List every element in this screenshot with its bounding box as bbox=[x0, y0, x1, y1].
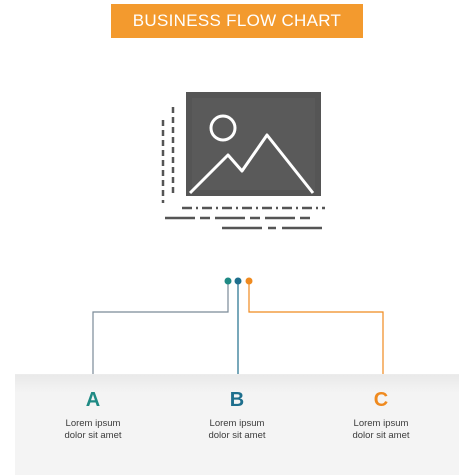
landscape-picture bbox=[188, 98, 315, 195]
step-letter-a: A bbox=[85, 389, 101, 411]
step-a-line2: dolor sit amet bbox=[64, 430, 122, 441]
step-b-line2: dolor sit amet bbox=[208, 430, 266, 441]
title-banner: BUSINESS FLOW CHART bbox=[111, 4, 363, 38]
image-gallery-icon bbox=[161, 92, 328, 230]
step-b-line1: Lorem ipsum bbox=[209, 418, 265, 429]
step-card-a: A Lorem ipsum dolor sit amet bbox=[15, 374, 171, 475]
card-shade bbox=[15, 375, 171, 393]
step-a-line1: Lorem ipsum bbox=[65, 418, 121, 429]
step-card-c: C Lorem ipsum dolor sit amet bbox=[303, 374, 459, 475]
step-text-a: Lorem ipsum dolor sit amet bbox=[15, 418, 171, 442]
step-c-line2: dolor sit amet bbox=[352, 430, 410, 441]
chart-title: BUSINESS FLOW CHART bbox=[132, 11, 342, 30]
step-c-line1: Lorem ipsum bbox=[353, 418, 409, 429]
connector-c bbox=[248, 282, 384, 374]
node-a bbox=[224, 277, 232, 285]
step-letter-b: B bbox=[229, 389, 245, 411]
node-c bbox=[245, 277, 253, 285]
step-text-c: Lorem ipsum dolor sit amet bbox=[303, 418, 459, 442]
sun-circle bbox=[209, 114, 237, 142]
mountain-line bbox=[188, 133, 315, 195]
card-shade bbox=[159, 375, 315, 393]
connector-a bbox=[92, 282, 229, 374]
step-letter-c: C bbox=[373, 389, 389, 411]
card-shade bbox=[303, 375, 459, 393]
node-b bbox=[234, 277, 242, 285]
step-card-b: B Lorem ipsum dolor sit amet bbox=[159, 374, 315, 475]
step-text-b: Lorem ipsum dolor sit amet bbox=[159, 418, 315, 442]
